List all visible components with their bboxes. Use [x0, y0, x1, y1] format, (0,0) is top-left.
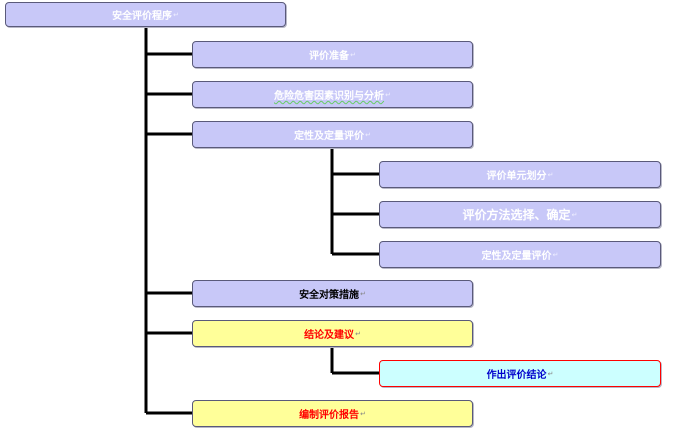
step-label: 安全对策措施 [299, 290, 360, 301]
sub-node-unit-division: 评价单元划分↵ [379, 161, 661, 188]
step-label: 编制评价报告 [299, 410, 360, 421]
paragraph-mark-icon: ↵ [385, 90, 391, 99]
sub-step-label: 定性及定量评价 [481, 251, 552, 262]
paragraph-mark-icon: ↵ [360, 409, 366, 418]
sub-step-label: 作出评价结论 [486, 370, 547, 381]
step-node-prepare: 评价准备↵ [192, 41, 473, 68]
step-node-qualitative-quantitative: 定性及定量评价↵ [192, 121, 473, 148]
step-node-hazard-identification: 危险危害因素识别与分析↵ [192, 81, 473, 108]
step-label: 评价准备 [309, 51, 350, 62]
paragraph-mark-icon: ↵ [547, 170, 554, 179]
step-node-safety-measures: 安全对策措施↵ [192, 280, 473, 307]
sub-node-qualitative-quantitative: 定性及定量评价↵ [379, 241, 661, 268]
paragraph-mark-icon: ↵ [350, 50, 356, 59]
root-label: 安全评价程序 [112, 11, 173, 22]
step-label: 结论及建议 [304, 330, 355, 341]
sub-step-label: 评价方法选择、确定 [462, 208, 571, 222]
paragraph-mark-icon: ↵ [552, 250, 559, 259]
step-node-conclusion: 结论及建议↵ [192, 320, 473, 347]
step-label: 危险危害因素识别与分析 [274, 91, 385, 102]
sub-node-method-selection: 评价方法选择、确定↵ [379, 201, 661, 228]
paragraph-mark-icon: ↵ [355, 329, 361, 338]
step-label: 定性及定量评价 [294, 131, 365, 142]
root-node: 安全评价程序↵ [5, 2, 286, 27]
sub-step-label: 评价单元划分 [486, 171, 547, 182]
paragraph-mark-icon: ↵ [360, 289, 366, 298]
step-node-report: 编制评价报告↵ [192, 400, 473, 427]
paragraph-mark-icon: ↵ [547, 369, 554, 378]
paragraph-mark-icon: ↵ [571, 210, 578, 219]
paragraph-mark-icon: ↵ [173, 10, 179, 19]
paragraph-mark-icon: ↵ [365, 130, 371, 139]
sub-node-make-conclusion: 作出评价结论↵ [379, 360, 661, 387]
